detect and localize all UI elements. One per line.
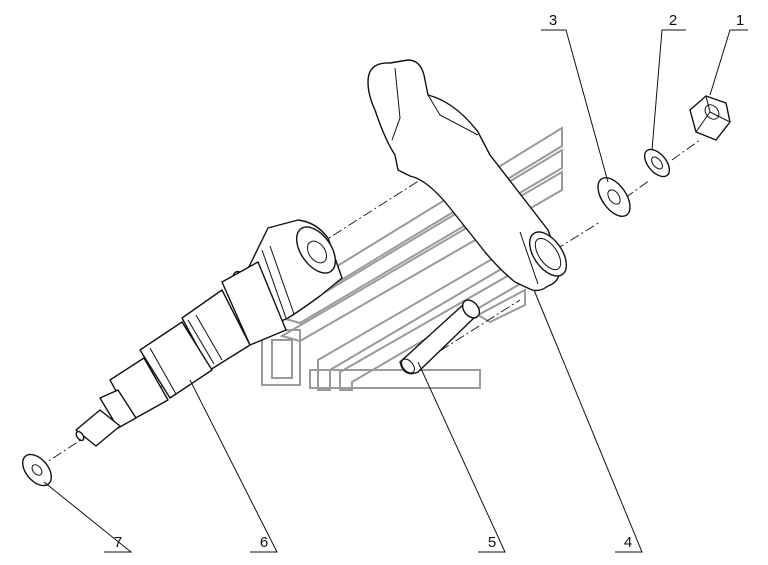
callout-2: 2 bbox=[669, 12, 677, 29]
callout-4: 4 bbox=[624, 534, 632, 551]
leader-lines bbox=[43, 29, 748, 553]
washer-part bbox=[597, 177, 631, 217]
callout-1: 1 bbox=[736, 12, 744, 29]
main-body-part bbox=[75, 219, 343, 447]
callout-5: 5 bbox=[488, 534, 496, 551]
callout-6: 6 bbox=[260, 534, 268, 551]
lock-washer-part bbox=[643, 148, 671, 178]
callout-3: 3 bbox=[549, 12, 557, 29]
callout-7: 7 bbox=[114, 534, 122, 551]
hex-nut-part bbox=[689, 95, 731, 141]
tip-washer-part bbox=[21, 453, 53, 487]
bracket-clamp-part bbox=[367, 59, 568, 292]
pin-part bbox=[399, 299, 481, 375]
